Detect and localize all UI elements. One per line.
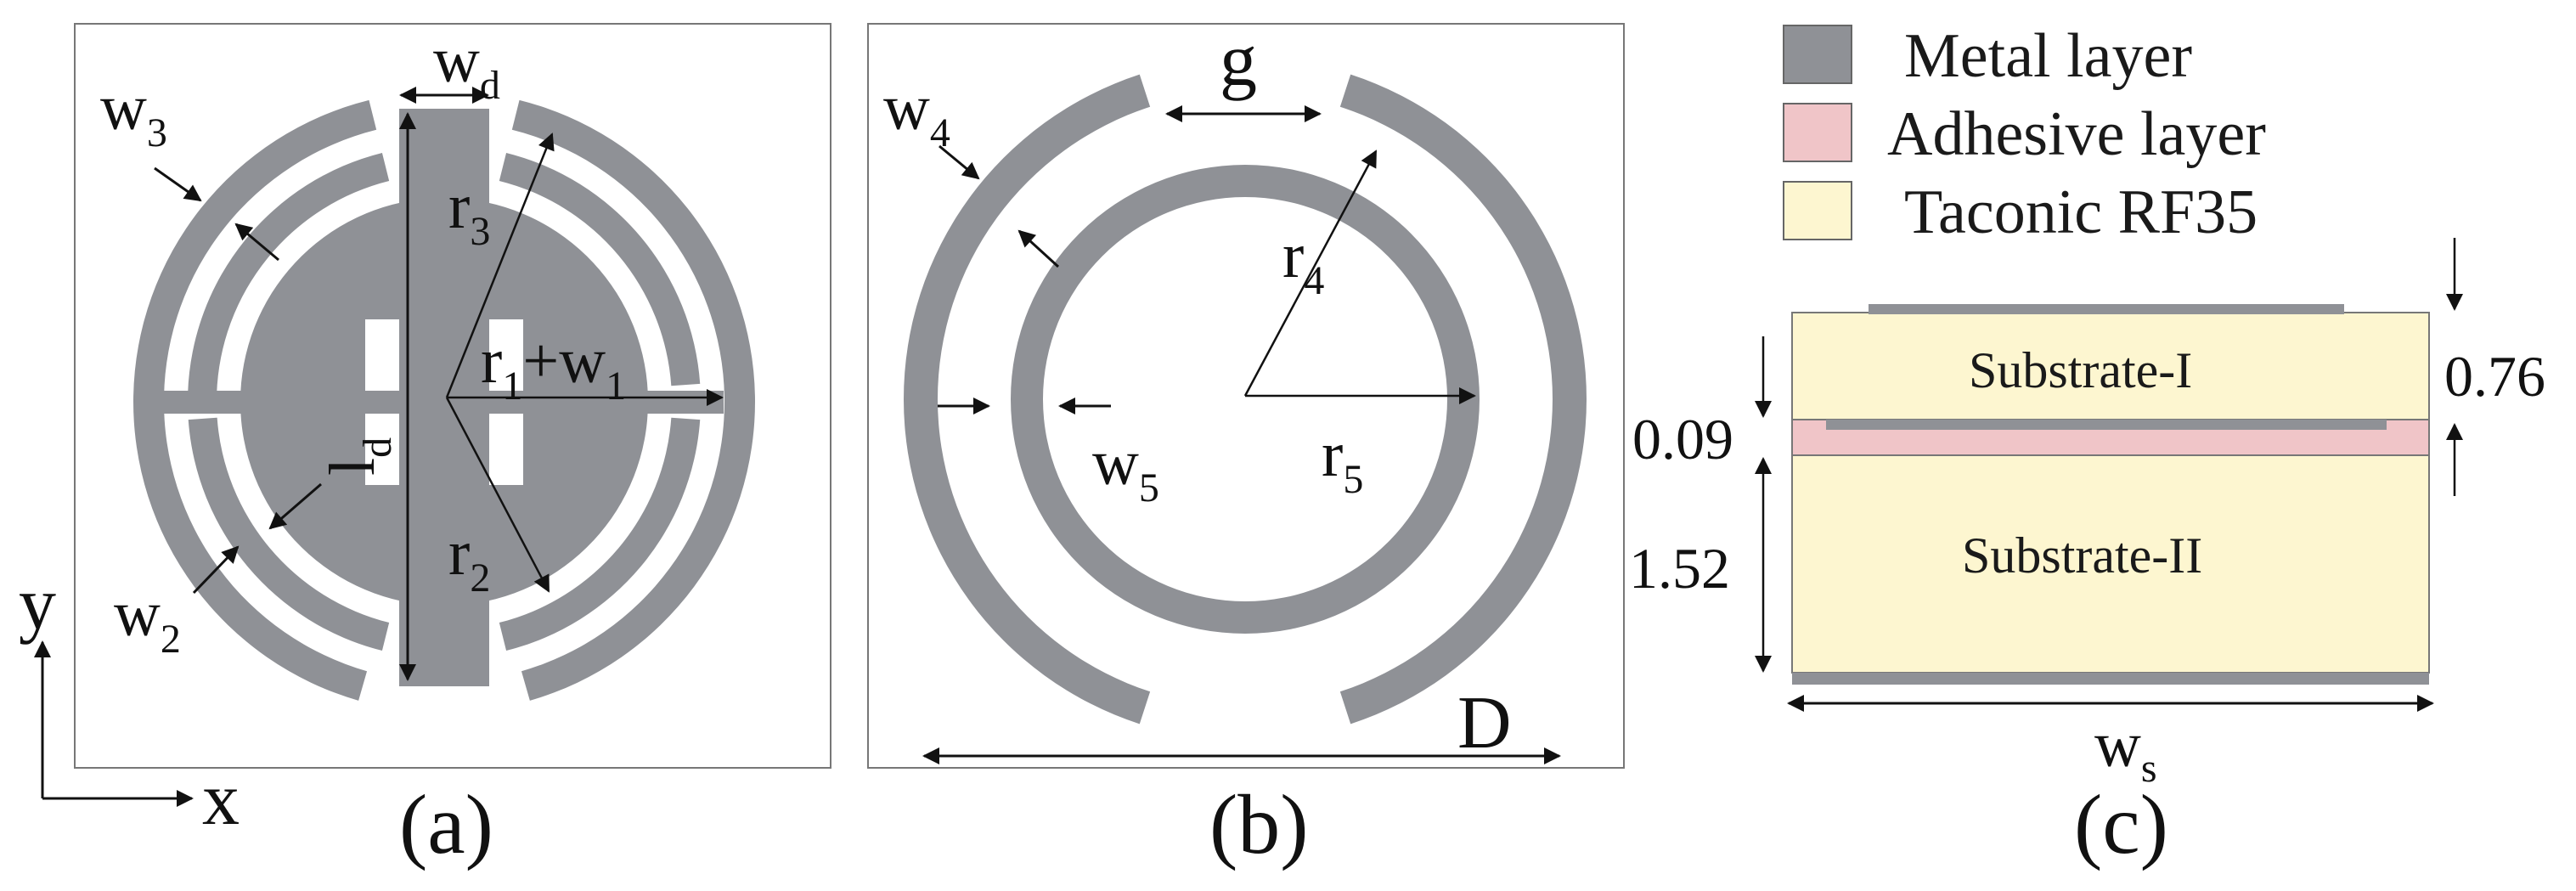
label-wd: wd <box>433 25 500 108</box>
r2-line <box>445 397 550 593</box>
middle-metal <box>1826 420 2387 430</box>
substrate-1 <box>1791 312 2430 420</box>
caption-b: (b) <box>1209 777 1309 871</box>
r3-line <box>445 133 555 398</box>
panel-b: g w4 r4 w5 r5 D (b) <box>867 20 1625 871</box>
thickness-1-52: 1.52 <box>1629 536 1730 601</box>
outer-ring-left <box>133 99 377 701</box>
label-r5: r5 <box>1322 419 1363 502</box>
legend: Metal layer Adhesive layer Taconic RF35 <box>1783 21 2266 247</box>
caption-a: (a) <box>399 777 493 871</box>
ground-plane <box>1792 673 2429 685</box>
r4-line <box>1243 149 1378 397</box>
legend-label-adhesive: Adhesive layer <box>1887 99 2266 169</box>
horizontal-arm-right <box>489 391 724 414</box>
w3-arrow-inner <box>234 223 279 262</box>
label-w3: w3 <box>100 72 167 155</box>
horizontal-arm-left <box>134 391 406 414</box>
w2-arrow-inner <box>268 482 322 530</box>
thickness-0-76: 0.76 <box>2444 344 2545 409</box>
middle-ring-lr <box>499 417 701 651</box>
caption-c: (c) <box>2074 777 2168 871</box>
substrate-1-label: Substrate-I <box>1969 342 2192 398</box>
legend-label-metal: Metal layer <box>1904 21 2192 91</box>
outer-ring-right <box>511 99 755 701</box>
middle-ring-ul <box>188 152 390 394</box>
slot-upper-right <box>489 319 523 391</box>
w3-arrow <box>154 166 202 202</box>
legend-swatch-adhesive <box>1783 103 1852 162</box>
legend-swatch-metal <box>1783 25 1852 84</box>
label-ws: ws <box>2094 709 2157 791</box>
label-D: D <box>1457 682 1512 764</box>
thickness-0-09: 0.09 <box>1632 407 1733 471</box>
panel-c: Metal layer Adhesive layer Taconic RF35 … <box>1629 21 2545 871</box>
panel-a: wd w3 r3 ld r1+w1 r2 w2 y x (a) <box>19 23 831 871</box>
top-metal <box>1869 304 2344 314</box>
substrate-2 <box>1791 454 2430 674</box>
label-g: g <box>1220 20 1257 102</box>
substrate-2-label: Substrate-II <box>1962 527 2202 584</box>
w4-arrow <box>939 144 980 180</box>
slot-lower-left <box>365 414 399 485</box>
label-r3: r3 <box>448 171 490 254</box>
label-ld: ld <box>317 437 400 476</box>
label-w2: w2 <box>114 578 181 662</box>
legend-label-substrate: Taconic RF35 <box>1904 178 2258 247</box>
w2-arrow <box>192 545 240 595</box>
legend-swatch-substrate <box>1783 181 1852 240</box>
middle-ring-ur <box>499 152 701 386</box>
label-w4: w4 <box>883 72 950 155</box>
label-r1-w1: r1+w1 <box>481 325 626 409</box>
x-axis-label: x <box>202 758 240 841</box>
w4-arrow-inner <box>1017 229 1060 268</box>
y-axis-label: y <box>19 563 56 646</box>
label-w5: w5 <box>1092 427 1159 510</box>
middle-ring-ll <box>188 417 390 651</box>
outer-split-ring-right <box>1339 74 1587 725</box>
label-r2: r2 <box>448 517 490 601</box>
slot-upper-left <box>365 319 399 391</box>
label-r4: r4 <box>1282 220 1324 303</box>
slot-lower-right <box>489 414 523 485</box>
panel-a-frame <box>74 23 831 769</box>
panel-b-frame <box>867 23 1625 769</box>
